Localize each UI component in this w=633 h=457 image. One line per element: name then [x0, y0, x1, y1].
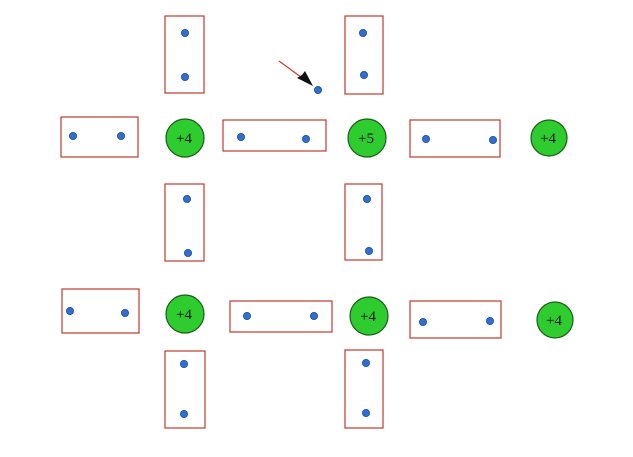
bond-electron: [121, 308, 130, 317]
bond-electron: [418, 317, 427, 326]
bond-box: [164, 15, 205, 94]
bond-box: [344, 15, 384, 95]
bond-electron: [179, 359, 188, 368]
electrons-layer: [66, 28, 497, 418]
bond-box: [222, 119, 327, 152]
bond-electron: [182, 194, 191, 203]
bond-electron: [66, 306, 75, 315]
bond-box: [164, 350, 206, 429]
bond-electron: [69, 131, 78, 140]
atom-core: [530, 119, 568, 157]
atom-core: [349, 296, 389, 336]
bond-box: [344, 349, 384, 429]
atom-r2c1: +4: [165, 294, 205, 334]
atom-charge-label: +4: [176, 131, 192, 147]
atom-r1c3: +4: [530, 119, 568, 157]
bond-electron: [179, 409, 188, 418]
bond-electron: [488, 135, 497, 144]
bond-box: [409, 300, 502, 339]
atom-charge-label: +4: [176, 307, 192, 323]
bond-electron: [485, 316, 494, 325]
bond-box: [164, 183, 205, 262]
bond-electron: [362, 194, 371, 203]
bonds-layer: [60, 15, 502, 429]
bond-electron: [358, 28, 367, 37]
bond-electron: [421, 134, 430, 143]
bond-electron: [309, 311, 318, 320]
bond-electron: [364, 246, 373, 255]
atom-r1c1: +4: [165, 118, 205, 158]
atom-charge-label: +4: [540, 131, 556, 147]
atom-charge-label: +4: [360, 309, 376, 325]
bond-box: [409, 119, 501, 158]
atom-core: [347, 118, 387, 158]
bond-electron: [183, 248, 192, 257]
bond-electron: [361, 358, 370, 367]
bond-electron: [180, 28, 189, 37]
atom-r2c3: +4: [536, 301, 574, 339]
atom-core: [165, 294, 205, 334]
atom-core: [536, 301, 574, 339]
arrow-icon: [278, 60, 313, 86]
bond-electron: [236, 132, 245, 141]
atom-r2c2: +4: [349, 296, 389, 336]
arrow-layer: [278, 60, 313, 86]
bond-electron: [117, 131, 126, 140]
bond-electron: [301, 134, 310, 143]
arrow-head: [297, 71, 313, 86]
bond-electron: [359, 71, 368, 80]
atom-r1c2: +5: [347, 118, 387, 158]
bond-electron: [242, 311, 251, 320]
atom-charge-label: +4: [546, 313, 562, 329]
atom-core: [165, 118, 205, 158]
atoms-layer: +4 +5 +4 +4 +4 +4: [165, 118, 574, 339]
bond-electron: [361, 408, 370, 417]
bond-electron: [180, 73, 189, 82]
bond-box: [229, 300, 333, 333]
bond-box: [60, 116, 139, 158]
bond-box: [61, 288, 140, 334]
bond-box: [344, 183, 383, 261]
atom-charge-label: +5: [358, 131, 374, 147]
free-electron: [313, 86, 322, 95]
